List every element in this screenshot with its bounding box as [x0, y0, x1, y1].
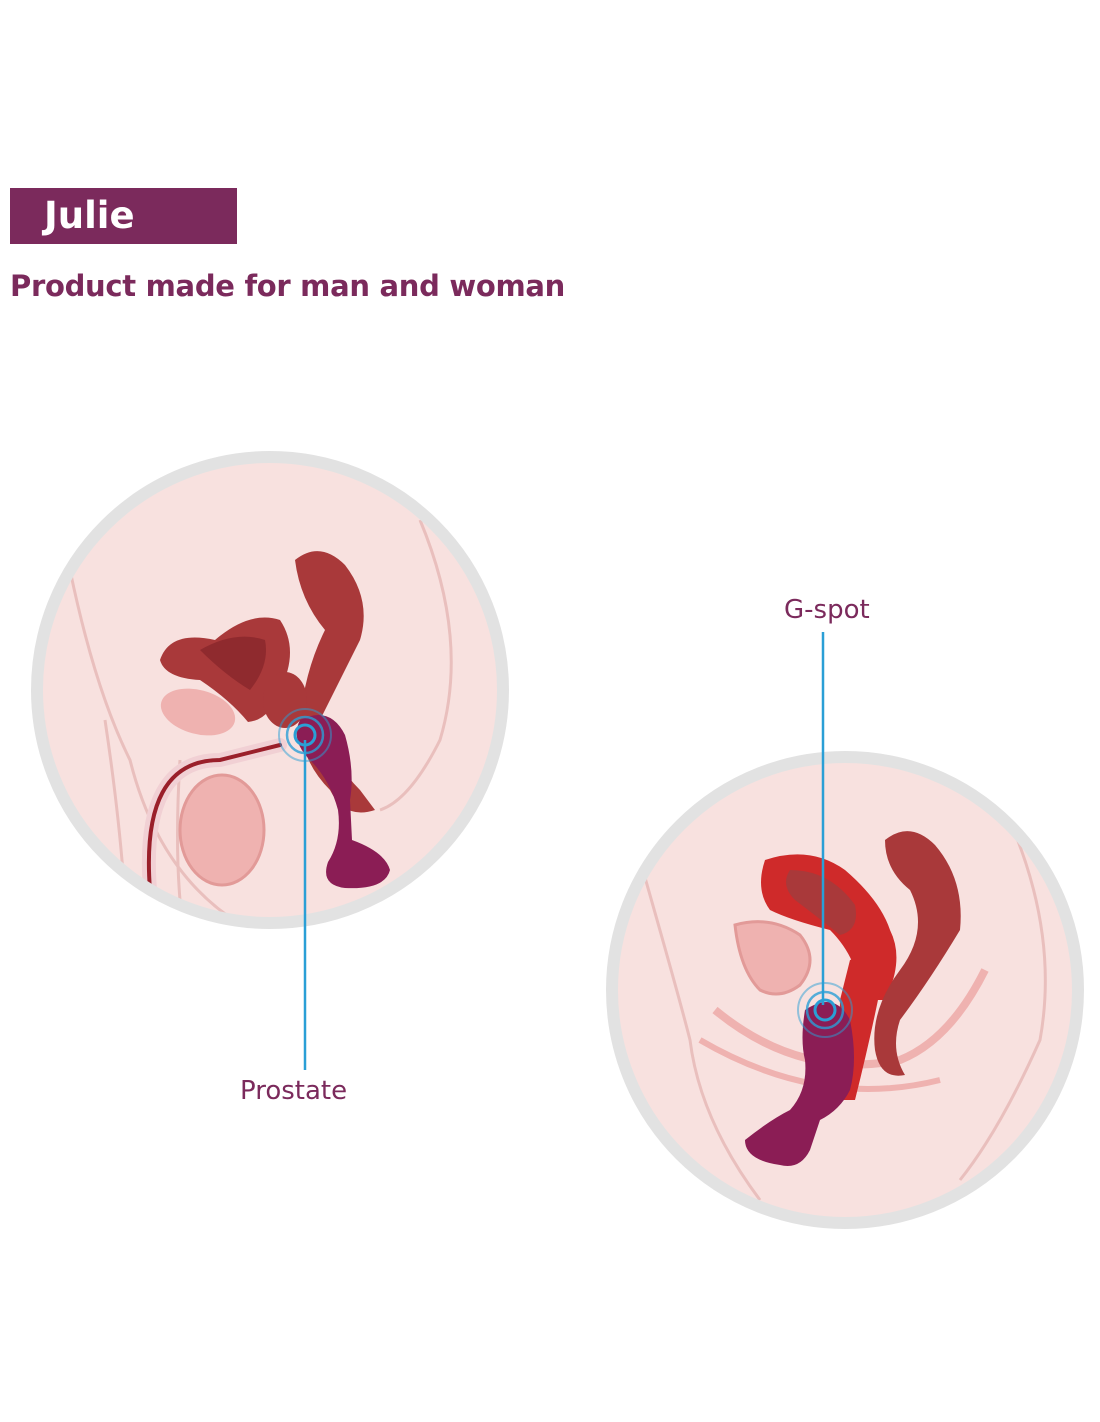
male-anatomy-illustration	[31, 451, 509, 929]
product-name-banner: Julie	[10, 188, 237, 244]
product-tagline: Product made for man and woman	[10, 269, 566, 303]
female-anatomy-illustration	[606, 751, 1084, 1229]
product-name: Julie	[44, 194, 135, 237]
prostate-label: Prostate	[240, 1076, 348, 1106]
gspot-label: G-spot	[784, 595, 870, 625]
